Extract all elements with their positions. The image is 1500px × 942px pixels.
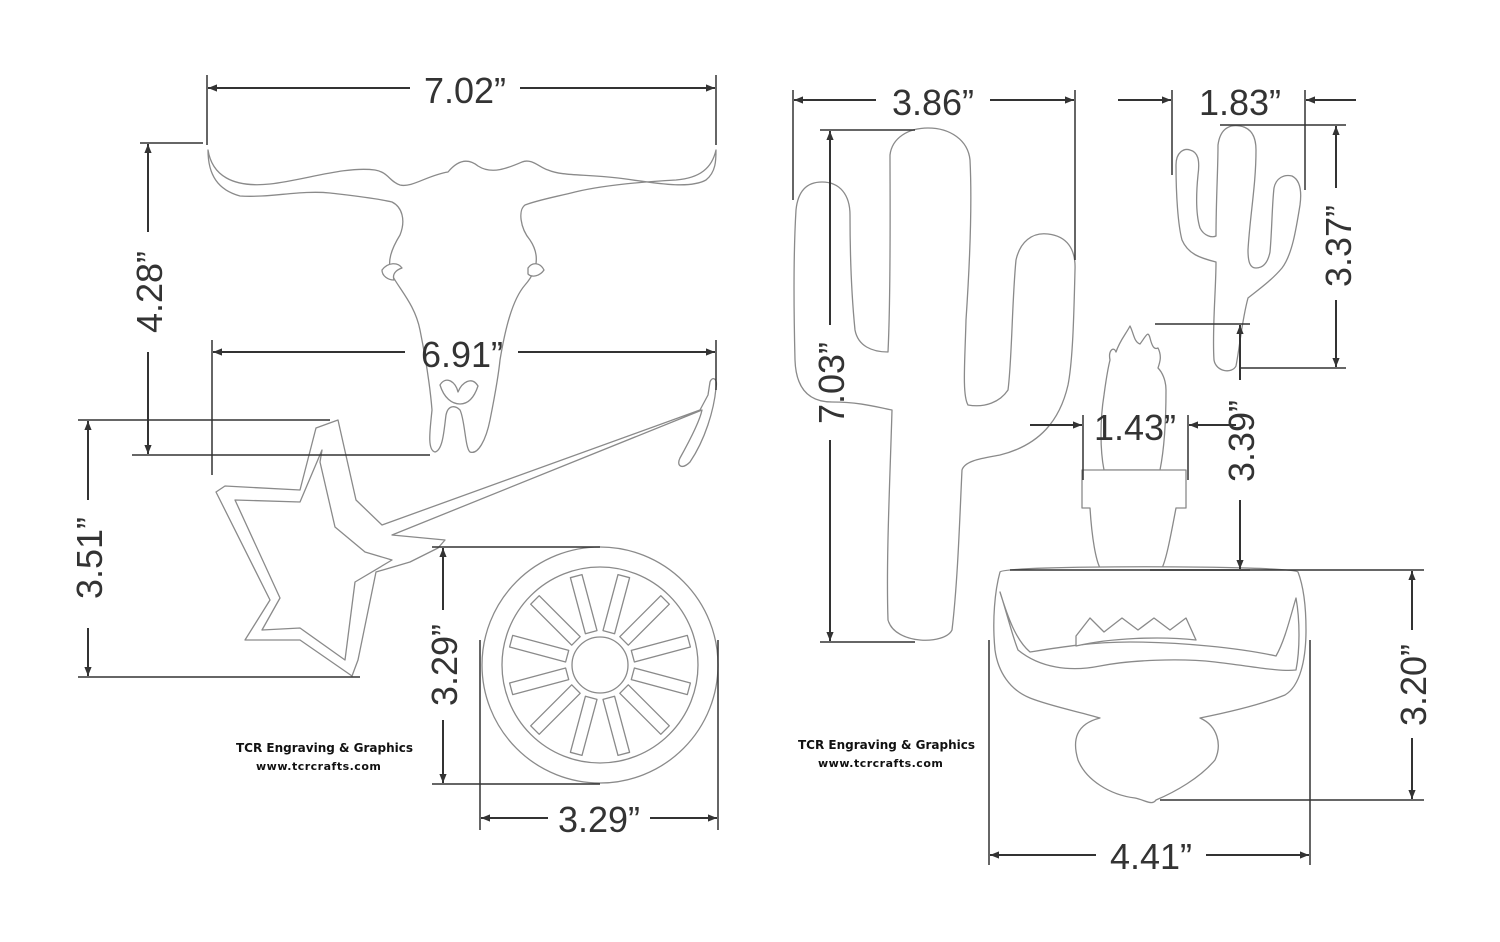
wagon-wheel-shape <box>481 546 719 784</box>
potted-cactus-shape <box>1081 325 1187 569</box>
potted-cactus-width-label: 1.43” <box>1094 407 1176 448</box>
wheel-spoke <box>530 595 581 646</box>
hat-width-label: 4.41” <box>1110 836 1192 877</box>
star-height-label: 3.51” <box>69 517 110 599</box>
big-cactus-width-label: 3.86” <box>892 82 974 123</box>
brand-url-left: www.tcrcrafts.com <box>256 760 381 773</box>
brand-name-left: TCR Engraving & Graphics <box>236 741 413 755</box>
small-cactus-shape <box>1175 124 1302 372</box>
wheel-height-label: 3.29” <box>424 624 465 706</box>
brand-name-right: TCR Engraving & Graphics <box>798 738 975 752</box>
longhorn-skull-shape <box>207 149 717 453</box>
wheel-width-label: 3.29” <box>558 799 640 840</box>
star-width-label: 6.91” <box>421 334 503 375</box>
wheel-spoke <box>569 695 598 757</box>
wheel-spoke <box>630 667 692 696</box>
wheel-spoke <box>530 684 581 735</box>
big-cactus-shape <box>793 127 1076 641</box>
big-cactus-height-label: 7.03” <box>811 342 852 424</box>
small-cactus-width-label: 1.83” <box>1199 82 1281 123</box>
small-cactus-height-label: 3.37” <box>1318 205 1359 287</box>
potted-cactus-height-label: 3.39” <box>1221 400 1262 482</box>
cowboy-hat-shape <box>993 566 1307 804</box>
skull-height-label: 4.28” <box>129 251 170 333</box>
wheel-spoke <box>619 595 670 646</box>
wheel-spoke <box>630 634 692 663</box>
wheel-spoke <box>619 684 670 735</box>
skull-width-label: 7.02” <box>424 70 506 111</box>
dimension-lines <box>78 75 1424 865</box>
brand-url-right: www.tcrcrafts.com <box>818 757 943 770</box>
star-branding-iron-shape <box>215 378 718 677</box>
wheel-spoke <box>508 667 570 696</box>
hat-height-label: 3.20” <box>1393 644 1434 726</box>
wheel-spoke <box>602 573 631 635</box>
wheel-spoke <box>569 573 598 635</box>
wheel-spoke <box>602 695 631 757</box>
wheel-spoke <box>508 634 570 663</box>
